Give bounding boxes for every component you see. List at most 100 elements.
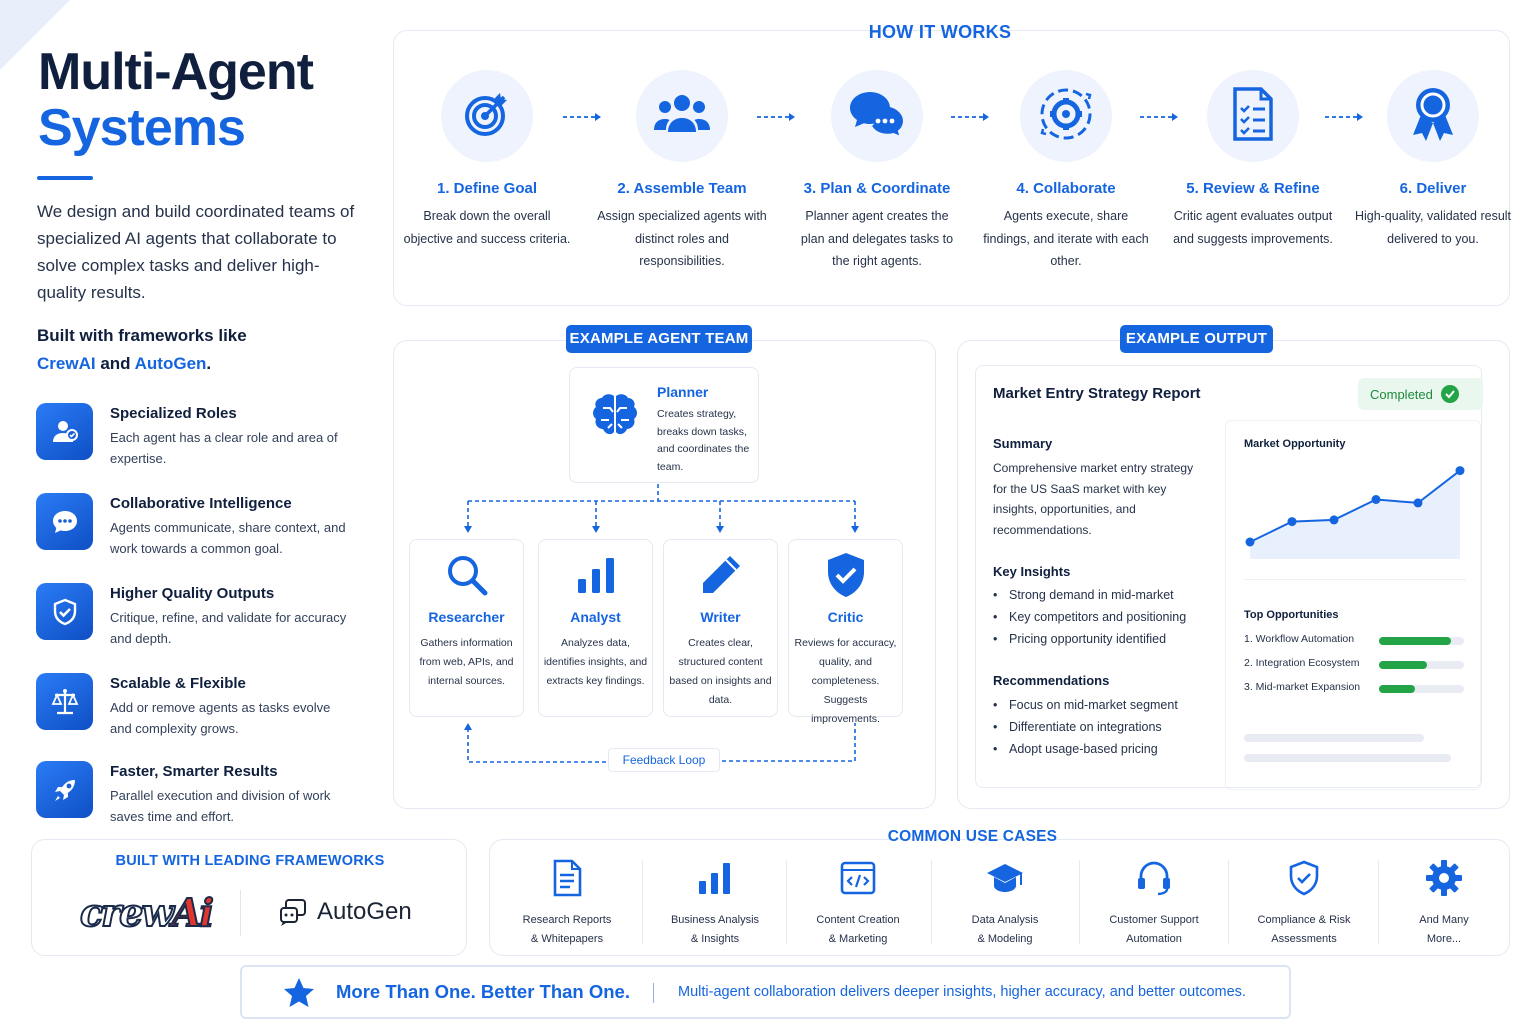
step-plan-coordinate: 3. Plan & Coordinate Planner agent creat… — [792, 70, 962, 273]
autogen-logo-icon — [278, 897, 308, 932]
divider — [1244, 579, 1466, 580]
chart-point — [1455, 466, 1465, 476]
step-desc: Planner agent creates the plan and deleg… — [800, 209, 954, 268]
checklist-icon — [1231, 86, 1275, 147]
step-title: 4. Collaborate — [1016, 180, 1116, 197]
market-chart-box: Market Opportunity Top Opportunities 1. … — [1225, 420, 1481, 790]
use-case-line2: & Modeling — [977, 932, 1033, 945]
feature-title: Higher Quality Outputs — [110, 585, 275, 602]
feature-title: Faster, Smarter Results — [110, 763, 278, 780]
step-desc: High-quality, validated result delivered… — [1354, 209, 1512, 246]
step-collaborate: 4. Collaborate Agents execute, share fin… — [981, 70, 1151, 273]
use-case-line1: Business Analysis — [670, 914, 760, 926]
list-item: Differentiate on integrations — [993, 716, 1208, 738]
chart-point — [1413, 498, 1423, 508]
step-title: 6. Deliver — [1399, 180, 1467, 197]
summary-text: Comprehensive market entry strategy for … — [993, 461, 1194, 537]
gear-cycle-icon — [1036, 84, 1096, 149]
chat-icon — [36, 493, 93, 550]
agent-card-writer: Writer Creates clear, structured content… — [663, 539, 778, 717]
document-icon — [552, 859, 582, 902]
page-title-line1: Multi-Agent — [38, 43, 314, 101]
target-icon — [460, 87, 514, 146]
bar-chart-icon — [698, 861, 732, 900]
list-item: Strong demand in mid-market — [993, 584, 1208, 606]
step-title: 2. Assemble Team — [617, 180, 747, 197]
opportunity-label: 3. Mid-market Expansion — [1244, 681, 1361, 693]
summary-heading: Summary — [993, 436, 1053, 451]
divider — [1079, 860, 1080, 944]
page-title-line2: Systems — [38, 99, 246, 157]
pencil-icon — [698, 552, 744, 603]
planner-title: Planner — [657, 384, 709, 400]
period-text: . — [206, 354, 212, 373]
title-underline — [37, 176, 93, 180]
feature-title: Scalable & Flexible — [110, 675, 246, 692]
feature-desc: Agents communicate, share context, and w… — [110, 520, 346, 556]
chart-area — [1250, 457, 1460, 559]
opportunity-bar-fill — [1379, 661, 1428, 669]
opportunity-bar-track — [1379, 661, 1464, 669]
star-icon — [282, 976, 316, 1015]
use-case-line1: And Many — [1419, 914, 1469, 926]
chart-title: Market Opportunity — [1244, 438, 1346, 450]
rocket-icon — [36, 761, 93, 818]
planner-desc: Creates strategy, breaks down tasks, and… — [657, 408, 750, 473]
built-with-text: Built with frameworks like CrewAI and Au… — [37, 322, 357, 378]
how-it-works-panel — [393, 30, 1510, 306]
crewai-logo-ai: Ai — [171, 889, 215, 936]
framework-autogen-link: AutoGen — [134, 354, 207, 373]
check-circle-icon — [1440, 385, 1459, 403]
corner-decoration — [0, 0, 70, 70]
frameworks-title: BUILT WITH LEADING FRAMEWORKS — [115, 853, 385, 869]
divider — [931, 860, 932, 944]
use-case-line1: Customer Support — [1109, 914, 1199, 926]
opportunity-bar-fill — [1379, 637, 1452, 645]
chart-point — [1329, 515, 1339, 525]
agent-title: Researcher — [428, 609, 505, 625]
brain-icon — [588, 390, 642, 449]
feature-desc: Each agent has a clear role and area of … — [110, 430, 338, 466]
feature-specialized-roles: Specialized Roles Each agent has a clear… — [36, 403, 366, 473]
flow-arrow — [1325, 113, 1363, 121]
list-item: Key competitors and positioning — [993, 606, 1208, 628]
and-text: and — [100, 354, 131, 373]
use-case-data-analysis: Data Analysis& Modeling — [935, 855, 1075, 948]
agent-card-critic: Critic Reviews for accuracy, quality, an… — [788, 539, 903, 725]
feature-title: Collaborative Intelligence — [110, 495, 292, 512]
list-item: Pricing opportunity identified — [993, 628, 1208, 650]
step-title: 5. Review & Refine — [1186, 180, 1320, 197]
use-case-research-reports: Research Reports& Whitepapers — [497, 855, 637, 948]
feature-desc: Critique, refine, and validate for accur… — [110, 610, 347, 646]
how-it-works-title: HOW IT WORKS — [868, 22, 1012, 42]
headset-icon — [1136, 860, 1172, 901]
use-case-business-analysis: Business Analysis& Insights — [645, 855, 785, 948]
list-item: Focus on mid-market segment — [993, 694, 1208, 716]
agent-title: Writer — [700, 609, 741, 625]
placeholder-line — [1244, 734, 1424, 742]
bar-chart-icon — [576, 555, 616, 600]
divider — [642, 860, 643, 944]
chart-point — [1287, 517, 1297, 527]
feature-higher-quality: Higher Quality Outputs Critique, refine,… — [36, 583, 366, 653]
footer-banner: More Than One. Better Than One. Multi-ag… — [240, 965, 1291, 1019]
divider — [1378, 860, 1379, 944]
flow-arrow — [563, 113, 601, 121]
flow-arrow — [951, 113, 989, 121]
step-desc: Assign specialized agents with distinct … — [597, 209, 767, 268]
feature-collaborative-intelligence: Collaborative Intelligence Agents commun… — [36, 493, 366, 563]
placeholder-line — [1244, 754, 1451, 762]
opportunity-label: 1. Workflow Automation — [1244, 633, 1355, 645]
framework-crewai-link: CrewAI — [37, 354, 96, 373]
shield-check-icon — [36, 583, 93, 640]
use-case-line2: & Marketing — [828, 932, 888, 945]
graduation-cap-icon — [985, 861, 1025, 900]
insights-list: Strong demand in mid-market Key competit… — [993, 584, 1208, 650]
shield-check-icon — [825, 551, 867, 604]
opportunity-row: 1. Workflow Automation — [1244, 633, 1469, 649]
insights-heading: Key Insights — [993, 564, 1071, 579]
team-icon — [652, 92, 712, 141]
scale-icon — [36, 673, 93, 730]
feedback-loop-label: Feedback Loop — [608, 748, 720, 772]
agent-card-analyst: Analyst Analyzes data, identifies insigh… — [538, 539, 653, 717]
